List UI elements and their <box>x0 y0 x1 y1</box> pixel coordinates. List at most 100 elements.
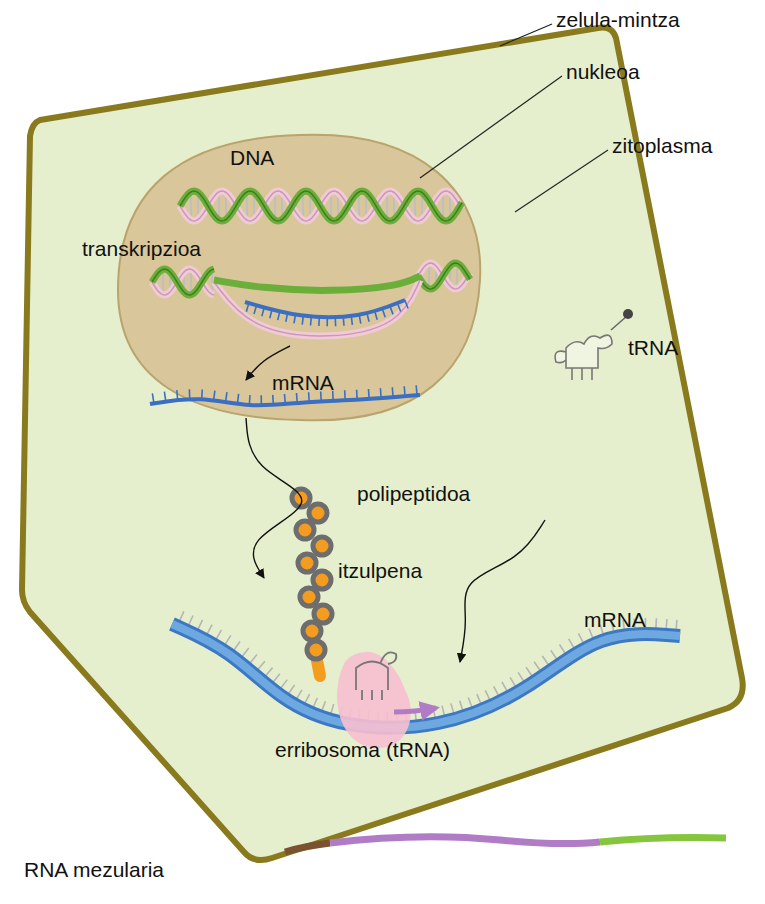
mrna-legend-strand <box>600 838 726 843</box>
mrna-strand <box>176 390 179 400</box>
polypeptide-chain <box>300 588 318 606</box>
trna-molecule <box>623 309 633 319</box>
flow-arrow <box>246 346 545 662</box>
polypeptide-chain <box>296 521 314 539</box>
transcription-bubble <box>418 263 470 289</box>
molecule-label: tRNA <box>628 336 678 359</box>
transcription-bubble <box>152 269 214 295</box>
transcription-bubble <box>246 303 249 312</box>
mrna-strand <box>214 391 215 401</box>
mrna-strand <box>150 385 420 405</box>
mrna-strand <box>164 392 165 402</box>
callout-label: zitoplasma <box>612 134 712 157</box>
mrna-strand <box>150 395 420 405</box>
nucleoid-region: DNAtranskripzioamRNA <box>110 128 488 428</box>
mrna-strand <box>308 392 310 402</box>
mrna-strand <box>201 389 203 399</box>
polypeptide-chain <box>307 641 325 659</box>
callout-label: nukleoa <box>566 60 640 83</box>
mrna-strand <box>272 395 274 405</box>
mrna-strand <box>152 393 154 403</box>
polypeptide-chain <box>314 605 332 623</box>
molecule-label: mRNA <box>584 608 646 631</box>
polypeptide-chain <box>309 504 327 522</box>
flow-arrow <box>246 418 302 578</box>
transcription-bubble <box>342 317 344 326</box>
mrna-strand <box>403 386 405 396</box>
mrna-strand <box>320 391 322 401</box>
mrna-ribbon <box>172 624 680 728</box>
process-label: polipeptidoa <box>357 482 470 505</box>
process-label: transkripzioa <box>82 237 201 260</box>
ribosome <box>337 652 436 748</box>
flow-arrow <box>460 520 545 662</box>
transcription-bubble <box>359 315 361 324</box>
leader-line <box>420 76 562 178</box>
polypeptide-chain <box>313 537 331 555</box>
transcription-bubble <box>294 315 295 324</box>
transcription-bubble <box>318 317 320 326</box>
transcription-bubble <box>382 309 385 318</box>
transcription-bubble <box>310 317 312 326</box>
transcription-bubble <box>367 313 369 322</box>
mrna-strand <box>226 392 227 402</box>
transcription-bubble <box>278 311 280 320</box>
leader-line <box>500 24 552 46</box>
mrna-strand <box>415 385 417 395</box>
mrna-legend-strand <box>285 843 330 852</box>
flow-arrow <box>246 346 290 380</box>
cell-outline <box>22 27 743 860</box>
transcription-bubble <box>152 269 214 295</box>
transcription-bubble <box>302 316 303 325</box>
transcription-bubble <box>375 311 378 320</box>
transcription-bubble <box>254 305 256 314</box>
mrna-ribbon <box>172 611 680 731</box>
transcription-bubble <box>397 303 400 311</box>
transcription-bubble <box>152 269 214 295</box>
transcription-bubble <box>270 310 272 319</box>
mrna-strand <box>189 389 191 399</box>
mrna-strand <box>344 390 346 400</box>
callout-label: zelula-mintza <box>556 8 680 31</box>
mrna-strand <box>380 388 382 398</box>
mrna-strand <box>284 394 286 404</box>
process-label: itzulpena <box>338 559 422 582</box>
mrna-legend-strand <box>330 837 600 844</box>
trna-molecule <box>555 309 633 380</box>
dna-helix <box>180 191 462 221</box>
transcription-bubble <box>152 269 214 295</box>
mrna-legend-strand <box>285 837 726 852</box>
ribosome <box>356 652 396 700</box>
mrna-strand <box>392 387 394 397</box>
mrna-ribbon <box>172 624 680 728</box>
mrna-strand <box>260 395 262 405</box>
transcription-bubble <box>262 308 264 317</box>
transcription-bubble <box>286 313 288 322</box>
molecule-label: mRNA <box>272 371 334 394</box>
transcription-bubble <box>390 306 393 314</box>
nucleoid-outline <box>118 135 480 421</box>
transcription-bubble <box>351 316 352 325</box>
mrna-strand <box>368 389 370 399</box>
transcription-bubble <box>418 263 470 289</box>
molecule-label: DNA <box>230 146 274 169</box>
mrna-strand <box>249 395 251 405</box>
transcription-bubble <box>418 263 470 289</box>
transcription-bubble <box>152 263 470 336</box>
polypeptide-chain <box>298 554 316 572</box>
transcription-bubble <box>245 300 405 317</box>
polypeptide-chain <box>313 571 331 589</box>
ribosome <box>394 708 436 712</box>
mrna-strand <box>237 394 238 404</box>
transcription-bubble <box>326 317 328 326</box>
transcription-bubble <box>214 276 420 290</box>
mrna-strand <box>332 391 334 401</box>
transcription-bubble <box>405 300 408 308</box>
organelle-label: erribosoma (tRNA) <box>275 738 450 761</box>
polypeptide-chain <box>303 622 321 640</box>
mrna-strand <box>356 390 358 400</box>
dna-helix <box>180 191 462 221</box>
mrna-strand <box>296 393 298 403</box>
trna-molecule <box>611 316 627 330</box>
